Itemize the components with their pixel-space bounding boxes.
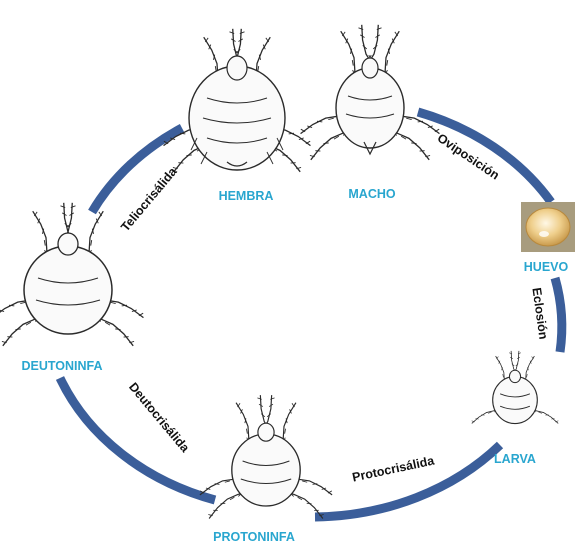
arc-huevo-to-larva — [555, 278, 562, 352]
stage-label-deutoninfa: DEUTONINFA — [21, 359, 102, 373]
egg-icon — [521, 202, 575, 252]
arc-macho-to-huevo — [418, 112, 551, 202]
stage-label-protoninfa: PROTONINFA — [213, 530, 295, 544]
female-mite-icon — [162, 28, 312, 181]
male-mite-icon — [299, 24, 441, 169]
transition-label-teliocrisalida: Teliocrisálida — [118, 164, 180, 234]
protonymph-mite-icon — [198, 394, 333, 526]
stage-label-larva: LARVA — [494, 452, 536, 466]
transition-label-protocrisalida: Protocrisálida — [351, 453, 436, 484]
stage-label-hembra: HEMBRA — [219, 189, 274, 203]
stage-label-macho: MACHO — [348, 187, 395, 201]
transition-label-deutocrisalida: Deutocrisálida — [126, 380, 193, 456]
transition-label-oviposicion: Oviposición — [435, 131, 502, 183]
larva-mite-icon — [471, 350, 560, 432]
stage-label-huevo: HUEVO — [524, 260, 569, 274]
arc-larva-to-protoninfa — [315, 445, 500, 517]
transition-label-eclosion: Eclosión — [529, 287, 550, 341]
